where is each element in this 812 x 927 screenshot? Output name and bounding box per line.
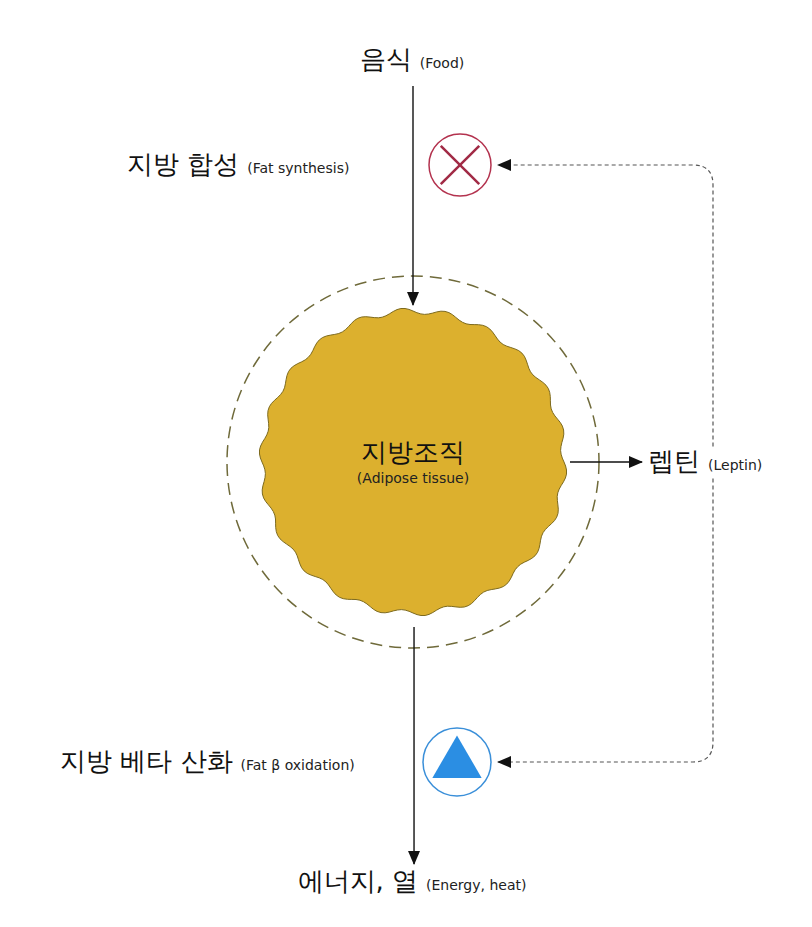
flow-arrow xyxy=(413,627,414,864)
english-label: (Food) xyxy=(420,55,465,72)
english-label: (Fat β oxidation) xyxy=(241,757,355,774)
korean-label: 음식 xyxy=(360,44,412,75)
korean-label: 지방 합성 xyxy=(127,149,239,180)
english-label: (Energy, heat) xyxy=(426,877,526,894)
x-stroke xyxy=(441,146,479,184)
text-node: 렙틴 (Leptin) xyxy=(648,446,767,478)
dashed-ring xyxy=(227,276,599,648)
english-label: (Fat synthesis) xyxy=(247,160,349,177)
flow-arrow xyxy=(570,461,642,462)
blob-outline xyxy=(260,309,567,616)
label-row: 지방 합성 (Fat synthesis) xyxy=(127,149,349,180)
korean-label: 지방 베타 산화 xyxy=(60,746,233,777)
label-row: 지방 베타 산화 (Fat β oxidation) xyxy=(60,746,355,777)
korean-label: 에너지, 열 xyxy=(298,866,419,897)
label-row: 음식 (Food) xyxy=(360,44,469,75)
activate-circle xyxy=(423,728,491,796)
label-row: 에너지, 열 (Energy, heat) xyxy=(298,866,531,897)
activate-node: 지방 베타 산화 (Fat β oxidation) xyxy=(58,727,492,797)
flow-arrow xyxy=(412,86,413,305)
korean-label: 렙틴 xyxy=(648,446,700,477)
up-triangle xyxy=(432,735,481,777)
blob-text: 지방조직 (Adipose tissue) xyxy=(258,307,568,617)
inhibit-circle xyxy=(429,134,491,196)
inhibit-node: 지방 합성 (Fat synthesis) xyxy=(125,133,492,197)
label-row: 렙틴 (Leptin) xyxy=(648,446,767,477)
english-label: (Adipose tissue) xyxy=(357,470,469,487)
adipose-blob: 지방조직 (Adipose tissue) xyxy=(258,307,568,617)
x-stroke xyxy=(441,146,479,184)
text-node: 음식 (Food) xyxy=(360,44,469,76)
text-node: 에너지, 열 (Energy, heat) xyxy=(298,866,531,898)
english-label: (Leptin) xyxy=(708,457,762,474)
korean-label: 지방조직 xyxy=(361,437,465,468)
